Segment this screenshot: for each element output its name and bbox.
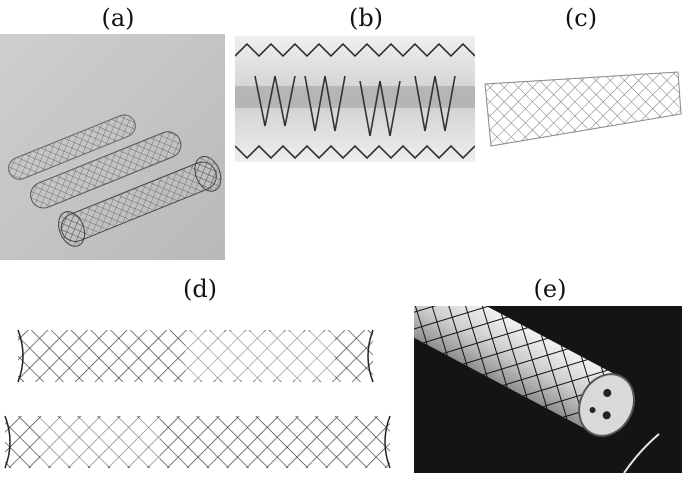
panel-b-image [235,36,475,162]
panel-label-a: (a) [101,4,135,32]
panel-a-image [0,34,225,260]
stent-d-1 [17,329,374,383]
panel-d-image [0,318,395,473]
stent-d-2 [4,415,391,469]
stent-a-2 [30,131,182,209]
panel-e-image [414,306,682,473]
panel-label-e: (e) [533,275,567,303]
stent-a-3 [58,156,222,247]
stent-a-1 [8,114,136,180]
panel-label-c: (c) [564,4,598,32]
panel-label-d: (d) [182,275,218,303]
panel-label-b: (b) [348,4,384,32]
panel-c-image [483,66,683,148]
